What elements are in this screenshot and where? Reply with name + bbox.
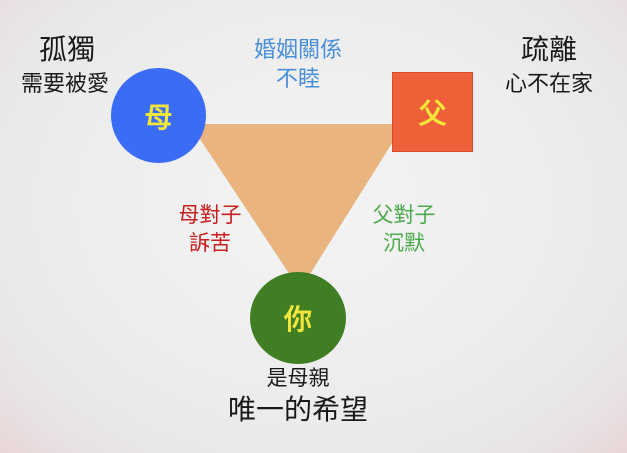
mother-to-child-line2: 訴苦 (189, 231, 231, 255)
father-to-child-line1: 父對子 (372, 203, 436, 227)
father-to-child-line2: 沉默 (383, 231, 425, 255)
mother-side-subtitle: 需要被愛 (20, 72, 109, 97)
child-side-line2: 唯一的希望 (227, 393, 368, 426)
mother-label: 母 (144, 100, 173, 134)
triangle-shape (190, 124, 404, 290)
father-label: 父 (418, 97, 447, 130)
mother-to-child-line1: 母對子 (178, 203, 242, 227)
mother-node: 母 (111, 68, 206, 163)
child-side-line1: 是母親 (266, 366, 330, 390)
you-node: 你 (250, 272, 346, 364)
marriage-label-line1: 婚姻關係 (253, 38, 342, 63)
mother-side-title: 孤獨 (38, 33, 95, 66)
father-node: 父 (392, 72, 473, 152)
father-side-subtitle: 心不在家 (504, 72, 593, 97)
you-label: 你 (283, 303, 312, 336)
marriage-label-line2: 不睦 (275, 67, 320, 92)
father-side-title: 疏離 (520, 33, 577, 66)
